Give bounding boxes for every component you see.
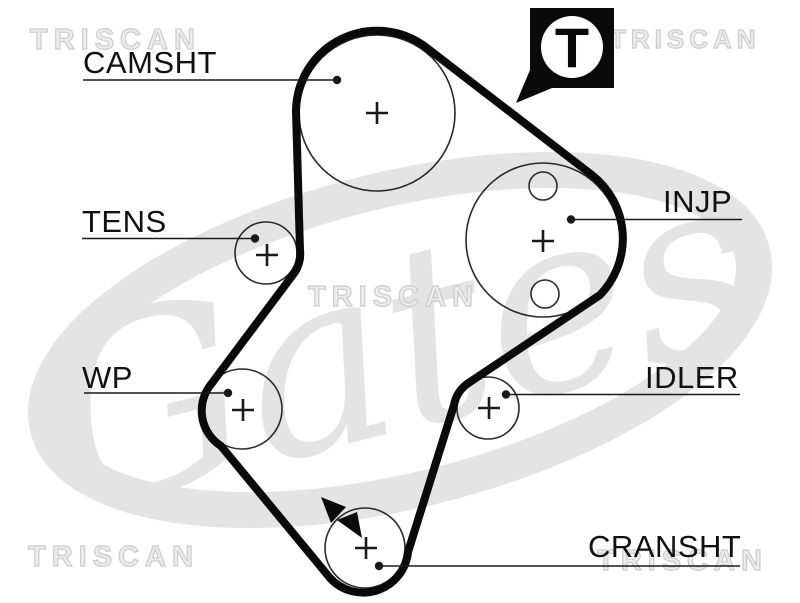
- label-idler: IDLER: [645, 360, 739, 395]
- triscan-watermark-bottom-left: TRISCAN: [27, 540, 199, 573]
- crankshaft-center-mark: [355, 537, 377, 559]
- triscan-watermark-middle: TRISCAN: [307, 280, 479, 313]
- label-injp: INJP: [663, 184, 733, 219]
- tens-leader-dot: [250, 234, 260, 243]
- timing-mark-badge: T: [516, 8, 614, 103]
- injection-pump-top-hole-circle: [528, 171, 558, 201]
- idler-leader-dot: [501, 390, 511, 399]
- rotation-direction-arrow: [321, 497, 362, 538]
- label-camsht: CAMSHT: [83, 45, 217, 80]
- camshaft-center-mark: [366, 102, 388, 124]
- gates-oval-swoosh: [27, 152, 773, 528]
- camsht-leader-dot: [332, 75, 342, 85]
- label-tens: TENS: [82, 204, 167, 239]
- rotation-arrowhead-up-icon: [321, 497, 346, 523]
- pulley-center-marks: [232, 102, 554, 559]
- triscan-watermark-top-right: TRISCAN: [609, 23, 761, 54]
- timing-badge-letter: T: [555, 16, 589, 79]
- rotation-arrowhead-down-icon: [337, 512, 362, 538]
- label-wp: WP: [82, 360, 133, 395]
- injection-pump-bottom-hole-circle: [530, 279, 560, 309]
- idler-center-mark: [478, 397, 500, 419]
- crankshaft-sprocket-circle: [324, 507, 406, 589]
- label-cransht: CRANSHT: [588, 529, 742, 564]
- injection-pump-center-mark: [532, 230, 554, 252]
- cransht-leader-dot: [374, 561, 384, 571]
- injp-leader-dot: [566, 215, 576, 224]
- tensioner-center-mark: [256, 244, 278, 266]
- triscan-watermark-bottom-right: TRISCAN: [596, 544, 768, 577]
- water-pump-center-mark: [232, 399, 254, 421]
- badge-circle: [541, 16, 603, 78]
- timing-belt-path: [197, 26, 627, 597]
- triscan-watermark-top-left: TRISCAN: [29, 23, 201, 56]
- wp-leader-dot: [223, 388, 233, 398]
